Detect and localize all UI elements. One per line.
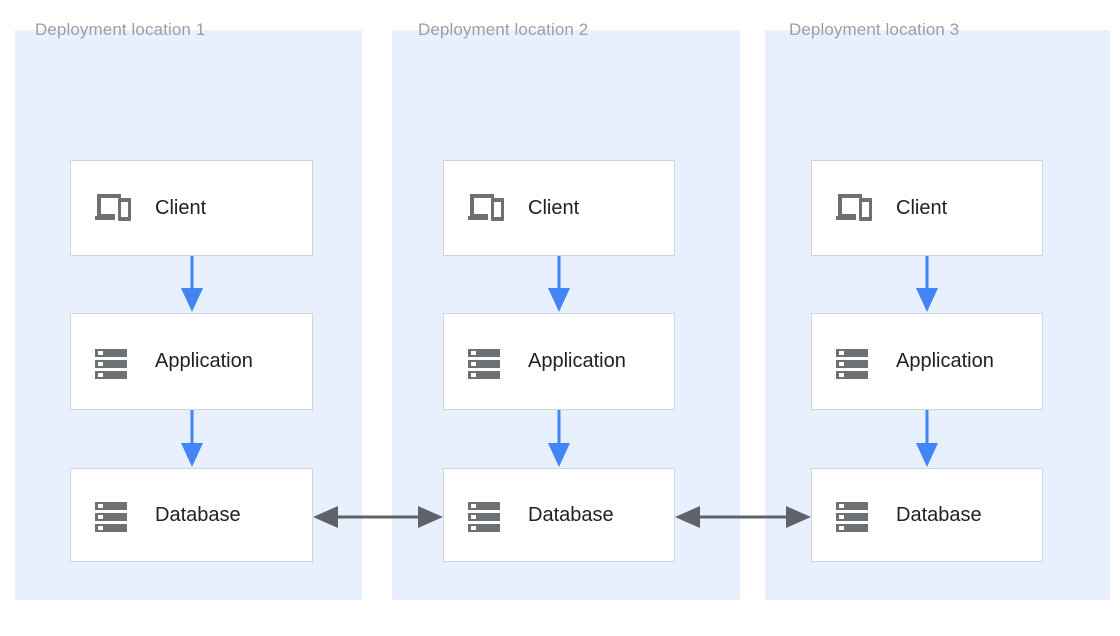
node-label: Client — [155, 196, 207, 219]
node-label: Application — [896, 350, 994, 372]
server-stack-icon — [95, 348, 127, 379]
node-label: Client — [896, 196, 948, 219]
client-devices-icon — [468, 194, 504, 221]
node-label: Database — [528, 503, 614, 526]
node-application-2[interactable]: Application — [443, 313, 675, 410]
node-database-1[interactable]: Database — [70, 468, 313, 562]
server-stack-icon — [836, 502, 868, 532]
panel-title-2: Deployment location 2 — [418, 20, 589, 39]
server-stack-icon — [95, 502, 127, 532]
panel-title-1: Deployment location 1 — [35, 20, 206, 39]
node-client-2[interactable]: Client — [443, 160, 675, 256]
node-label: Application — [155, 350, 253, 372]
server-stack-icon — [468, 502, 500, 532]
panel-title-3: Deployment location 3 — [789, 20, 960, 39]
node-database-3[interactable]: Database — [811, 468, 1043, 562]
node-client-3[interactable]: Client — [811, 160, 1043, 256]
node-application-3[interactable]: Application — [811, 313, 1043, 410]
server-stack-icon — [836, 348, 868, 379]
node-label: Application — [528, 350, 626, 372]
server-stack-icon — [468, 348, 500, 379]
node-label: Database — [155, 503, 241, 526]
client-devices-icon — [836, 194, 872, 221]
node-database-2[interactable]: Database — [443, 468, 675, 562]
node-label: Client — [528, 196, 580, 219]
node-application-1[interactable]: Application — [70, 313, 313, 410]
node-label: Database — [896, 503, 982, 526]
client-devices-icon — [95, 194, 131, 221]
node-client-1[interactable]: Client — [70, 160, 313, 256]
